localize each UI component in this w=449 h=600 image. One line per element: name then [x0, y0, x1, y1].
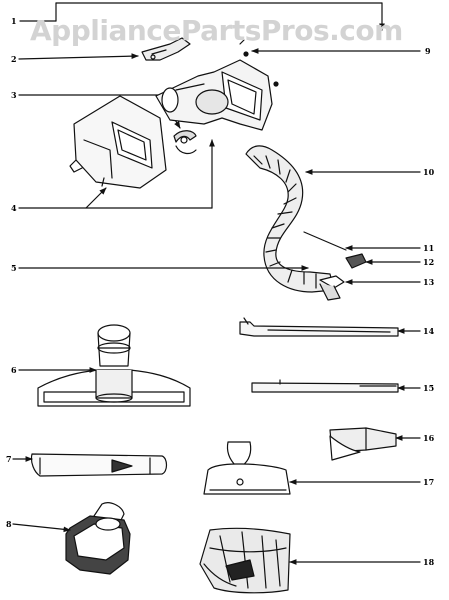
callout-15: 15 [423, 383, 435, 393]
callout-1: 1 [11, 16, 17, 26]
leader-2 [18, 53, 139, 60]
callout-7: 7 [6, 454, 12, 464]
callout-13: 13 [423, 277, 435, 287]
callout-12: 12 [423, 257, 435, 267]
part-6-floor-tool [37, 324, 191, 407]
part-17-upholstery-tool [203, 441, 291, 495]
part-3-clip [173, 130, 197, 155]
part-7-crevice-tool [30, 453, 168, 477]
callout-2: 2 [11, 54, 17, 64]
part-18-bag [199, 527, 291, 594]
callout-17: 17 [423, 477, 435, 487]
leader-8 [12, 523, 71, 533]
callout-10: 10 [423, 167, 435, 177]
part-16-adapter [329, 427, 397, 461]
callout-8: 8 [6, 519, 12, 529]
callout-11: 11 [423, 243, 435, 253]
callout-14: 14 [423, 326, 435, 336]
part-14-wand [239, 317, 399, 337]
assembly-bracket [19, 2, 385, 31]
part-4-housing-half [69, 95, 167, 189]
part-8-dusting-brush [65, 502, 131, 575]
part-2-latch [141, 37, 191, 61]
callout-3: 3 [11, 90, 17, 100]
callout-18: 18 [423, 557, 435, 567]
part-9-handle-housing [155, 39, 279, 131]
callout-9: 9 [425, 46, 431, 56]
callout-16: 16 [423, 433, 435, 443]
leader-4a [85, 187, 107, 209]
part-15-wand [251, 379, 399, 393]
callout-4: 4 [11, 203, 17, 213]
callout-6: 6 [11, 365, 17, 375]
callout-5: 5 [11, 263, 17, 273]
site-watermark: AppliancePartsPros.com [30, 14, 403, 47]
part-10-hose [245, 145, 367, 301]
